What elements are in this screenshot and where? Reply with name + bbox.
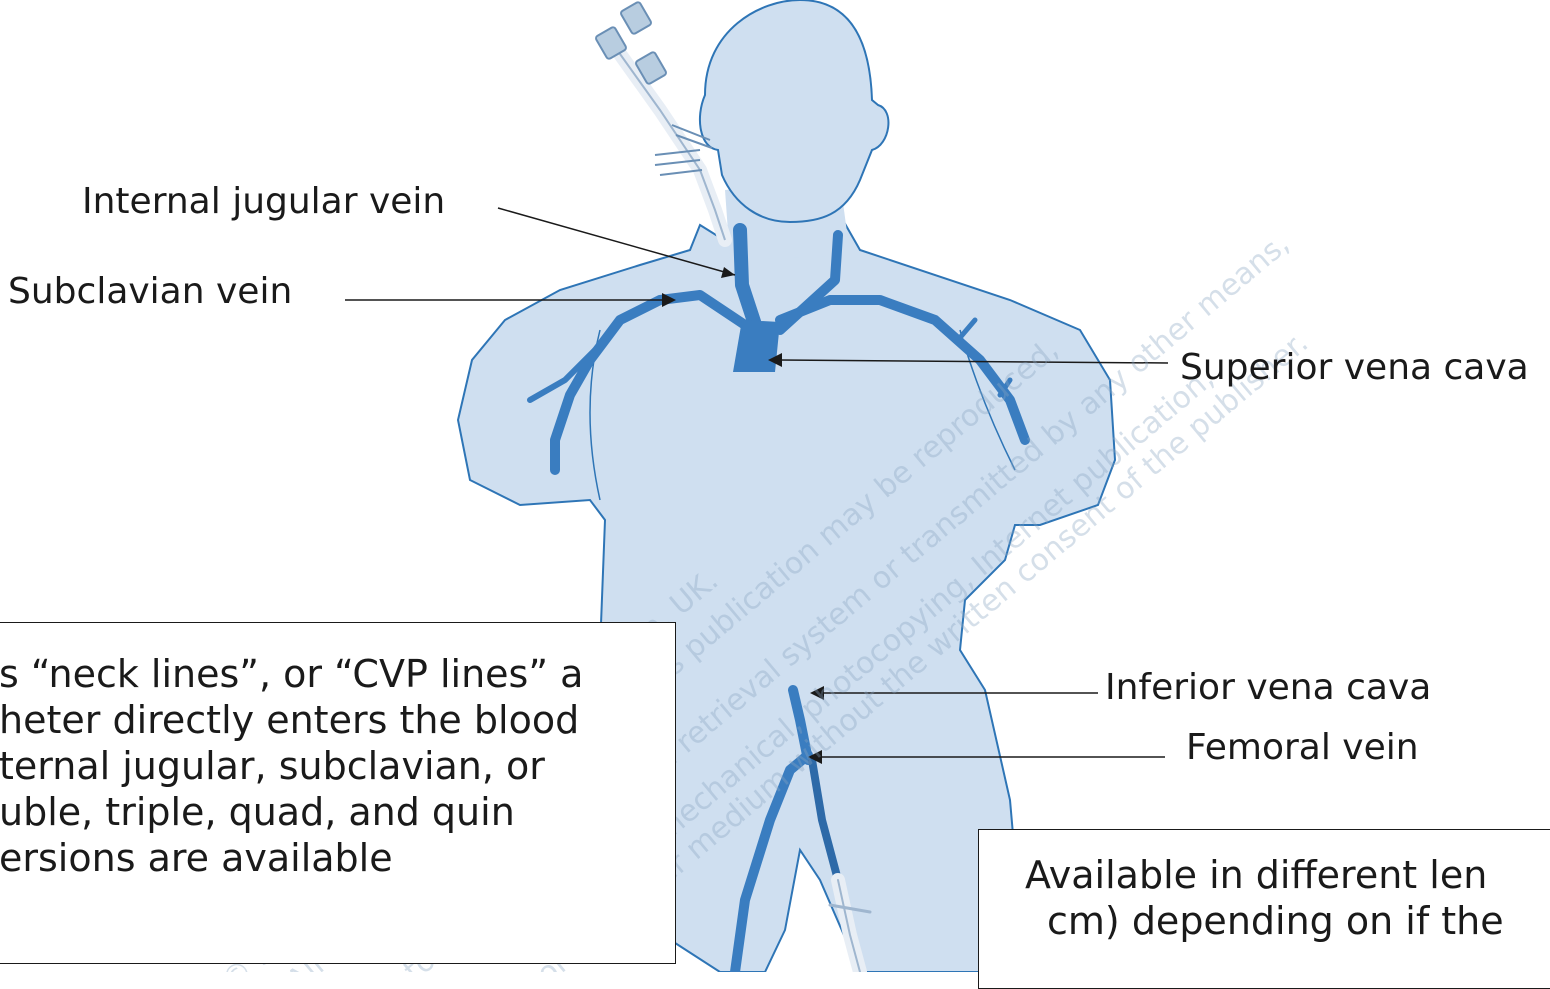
info-box-right: Available in different len cm) depending…: [978, 829, 1550, 989]
info-box-left-line: ersions are available: [0, 835, 675, 881]
label-superior-vena-cava: Superior vena cava: [1180, 350, 1529, 386]
label-subclavian-vein: Subclavian vein: [8, 274, 292, 310]
info-box-left-line: uble, triple, quad, and quin: [0, 789, 675, 835]
label-internal-jugular-vein: Internal jugular vein: [82, 184, 445, 220]
head: [700, 0, 889, 222]
info-box-right-line: cm) depending on if the: [1025, 898, 1550, 944]
label-femoral-vein: Femoral vein: [1186, 730, 1419, 766]
info-box-left-line: ternal jugular, subclavian, or: [0, 743, 675, 789]
info-box-right-line: Available in different len: [1025, 852, 1550, 898]
info-box-left: s “neck lines”, or “CVP lines” a heter d…: [0, 622, 676, 964]
info-box-left-line: heter directly enters the blood: [0, 697, 675, 743]
info-box-left-line: s “neck lines”, or “CVP lines” a: [0, 651, 675, 697]
label-inferior-vena-cava: Inferior vena cava: [1105, 670, 1431, 706]
